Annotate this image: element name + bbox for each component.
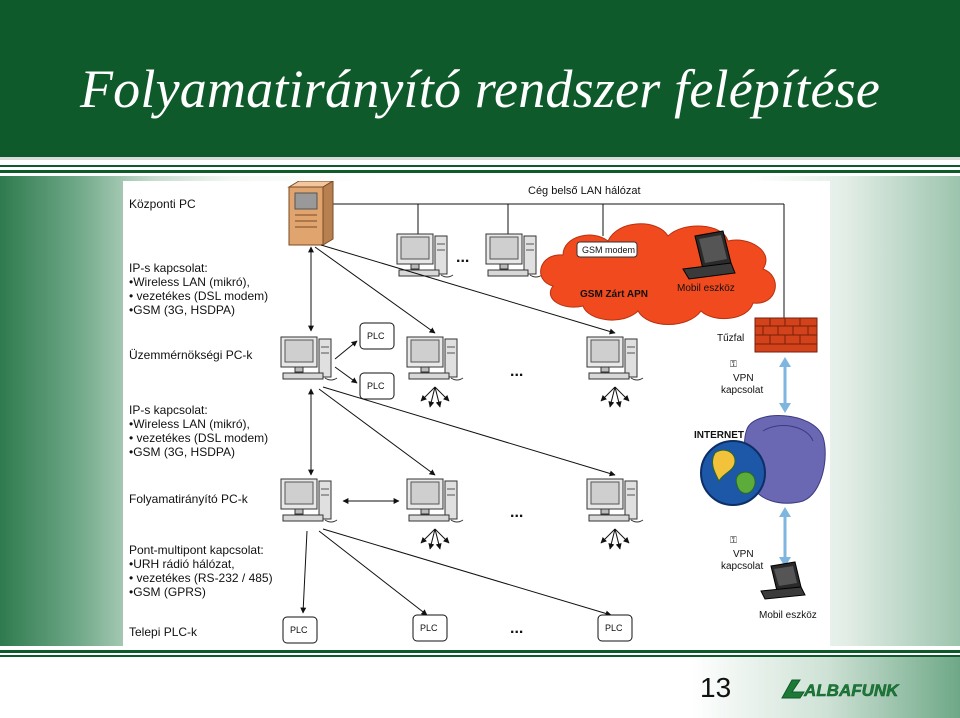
- process-pc-icon: [280, 478, 338, 523]
- page-number: 13: [700, 672, 732, 703]
- vpn-label-top: VPN kapcsolat: [721, 373, 763, 396]
- process-pcs-label: Folyamatirányító PC-k: [129, 492, 249, 506]
- header-bar: Folyamatirányító rendszer felépítése: [0, 0, 960, 160]
- footer-gradient: [0, 657, 960, 718]
- key-icon: ⚿: [730, 359, 737, 369]
- plc-label: PLC: [367, 331, 385, 341]
- network-diagram: Központi PC IP-s kapcsolat: •Wireless LA…: [123, 181, 830, 646]
- plc-box: [359, 372, 395, 400]
- field-plc-box: [597, 614, 633, 642]
- point-multipoint-text: Pont-multipont kapcsolat: •URH rádió hál…: [129, 543, 276, 599]
- internet-label: INTERNET: [694, 430, 744, 441]
- ip-conn-2-line: • vezetékes (DSL modem): [129, 431, 268, 445]
- central-server-icon: [287, 181, 334, 246]
- ellipsis-top: ...: [456, 249, 469, 266]
- pmp-line: Pont-multipont kapcsolat:: [129, 543, 264, 557]
- plc-label: PLC: [290, 625, 308, 635]
- pmp-line: •GSM (GPRS): [129, 585, 206, 599]
- plc-label: PLC: [420, 623, 438, 633]
- laptop-icon: [760, 561, 806, 600]
- field-plcs-label: Telepi PLC-k: [129, 625, 198, 639]
- mobile-device-label: Mobil eszköz: [677, 283, 735, 294]
- firewall-icon: [754, 317, 818, 353]
- ellipsis-engineer: ...: [510, 363, 523, 380]
- field-plc-box: [412, 614, 448, 642]
- vpn-arrow-bottom: [779, 507, 791, 567]
- gsm-cloud: [540, 223, 776, 325]
- page-title: Folyamatirányító rendszer felépítése: [80, 59, 881, 119]
- central-pc-label: Központi PC: [129, 197, 196, 211]
- engineer-pc-icon: [406, 336, 464, 381]
- key-icon: ⚿: [730, 535, 737, 545]
- plc-label: PLC: [367, 381, 385, 391]
- logo-text: ALBAFUNK: [803, 681, 900, 700]
- pmp-line: • vezetékes (RS-232 / 485): [129, 571, 273, 585]
- lan-label: Cég belső LAN hálózat: [528, 185, 641, 197]
- header-stripe-thick: [0, 170, 960, 173]
- field-plc-box: [282, 616, 318, 644]
- ip-connection-2-text: IP-s kapcsolat: •Wireless LAN (mikró), •…: [129, 403, 271, 459]
- process-pc-icon: [586, 478, 644, 523]
- ellipsis-process: ...: [510, 504, 523, 521]
- laptop-icon: [682, 230, 736, 280]
- engineer-pcs-label: Üzemmérnökségi PC-k: [129, 348, 253, 362]
- gsm-apn-label: GSM Zárt APN: [580, 289, 648, 300]
- ip-conn-1-line: •GSM (3G, HSDPA): [129, 303, 235, 317]
- process-pc-icon: [406, 478, 464, 523]
- ip-conn-2-line: •Wireless LAN (mikró),: [129, 417, 250, 431]
- engineer-pc-icon: [586, 336, 644, 381]
- office-pc-icon: [485, 233, 543, 278]
- mobile-device-label-bottom: Mobil eszköz: [759, 610, 817, 621]
- globe-icon: [700, 440, 766, 506]
- ip-conn-2-line: •GSM (3G, HSDPA): [129, 445, 235, 459]
- footer-stripe-thin: [0, 655, 960, 657]
- engineer-pc-icon: [280, 336, 338, 381]
- ip-conn-1-line: •Wireless LAN (mikró),: [129, 275, 250, 289]
- footer-stripe: [0, 650, 960, 653]
- plc-label: PLC: [605, 623, 623, 633]
- ip-conn-1-line: IP-s kapcsolat:: [129, 261, 208, 275]
- vpn-label-bottom: VPN kapcsolat: [721, 549, 763, 572]
- header-stripe: [0, 165, 960, 167]
- ip-connection-1-text: IP-s kapcsolat: •Wireless LAN (mikró), •…: [129, 261, 271, 317]
- ip-conn-2-line: IP-s kapcsolat:: [129, 403, 208, 417]
- gsm-modem-box: [576, 241, 638, 258]
- pmp-line: •URH rádió hálózat,: [129, 557, 235, 571]
- ip-conn-1-line: • vezetékes (DSL modem): [129, 289, 268, 303]
- gsm-modem-label: GSM modem: [582, 245, 635, 255]
- firewall-label: Tűzfal: [717, 333, 744, 344]
- ellipsis-field: ...: [510, 620, 523, 637]
- plc-box: [359, 322, 395, 350]
- albafunk-logo: ALBAFUNK: [778, 674, 938, 704]
- vpn-arrow-top: [779, 357, 791, 413]
